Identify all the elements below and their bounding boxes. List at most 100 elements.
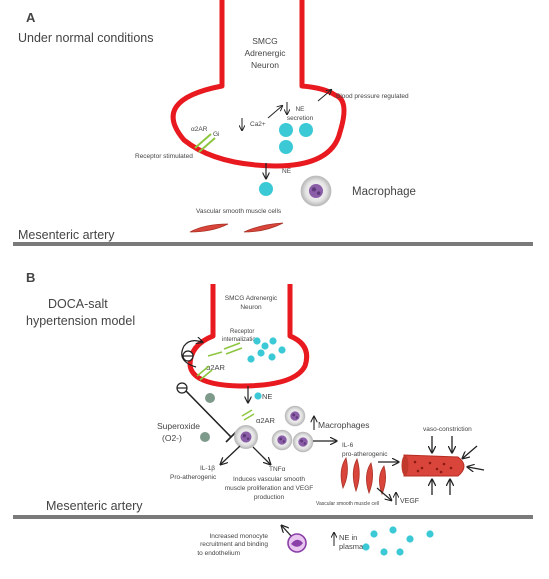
- ne-secretion-label-2: secretion: [287, 115, 314, 122]
- superoxide-dot: [205, 393, 215, 403]
- receptor-line-a-2: [198, 137, 216, 153]
- model-label-1: DOCA-salt: [48, 297, 108, 311]
- feedback-arc: [181, 341, 202, 368]
- gi-label: Gi: [213, 131, 220, 138]
- macrophage-cell-b: [271, 429, 293, 451]
- receptor-line-b: [196, 365, 210, 377]
- monocyte-label-2: recruitment and binding: [200, 541, 268, 548]
- ne-molecule-released: [254, 392, 262, 400]
- neuron-label-b-1: SMCG Adrenergic: [225, 295, 278, 302]
- ne-plasma-label-1: NE in: [339, 533, 357, 542]
- vsmc-label-a: Vascular smooth muscle cells: [196, 208, 282, 215]
- vessel: [401, 454, 465, 477]
- ne-molecule: [261, 342, 269, 350]
- a2ar-label-top: α2AR: [206, 363, 226, 372]
- ne-molecule: [257, 349, 265, 357]
- macrophage-cell-b: [292, 431, 314, 453]
- macrophage-cell-b: [284, 405, 306, 427]
- ne-molecule-plasma: [396, 548, 404, 556]
- inhibition-cap: [225, 431, 237, 443]
- ne-molecule-released: [259, 182, 273, 196]
- arrow-tnf: [252, 446, 270, 464]
- ne-label-b: NE: [262, 392, 272, 401]
- tnf-effect-2: muscle proliferation and VEGF: [225, 485, 314, 492]
- artery-line-a: [13, 242, 533, 246]
- ne-plasma-label-2: plasma: [339, 542, 364, 551]
- vasoconstriction-label: vaso-constriction: [423, 426, 472, 433]
- neuron-terminal-a: [170, 0, 347, 169]
- panel-a-condition: Under normal conditions: [18, 31, 154, 45]
- superoxide-inhibition-line: [185, 390, 232, 438]
- superoxide-label-1: Superoxide: [157, 421, 200, 431]
- internalized-receptor: [223, 342, 241, 350]
- vsmc-cell: [243, 222, 284, 233]
- ne-molecule-plasma: [406, 535, 414, 543]
- neuron-label-b-2: Neuron: [240, 304, 262, 311]
- monocyte-cell: [287, 533, 307, 553]
- bp-label: Blood pressure regulated: [336, 93, 409, 100]
- macrophages-label: Macrophages: [318, 420, 370, 430]
- receptor-line-a-1: [194, 133, 212, 149]
- il6-sublabel: pro-atherogenic: [342, 451, 388, 458]
- arrow-monocyte: [282, 526, 293, 538]
- model-label-2: hypertension model: [26, 314, 135, 328]
- a2ar-label-mid: α2AR: [256, 416, 276, 425]
- ne-molecule: [247, 355, 255, 363]
- ne-label-a: NE: [282, 168, 292, 175]
- macrophage-label-a: Macrophage: [352, 186, 416, 198]
- macrophage-cell-a: [300, 175, 332, 207]
- receptor-line-b-mid: [243, 413, 255, 421]
- ne-molecule: [269, 337, 277, 345]
- macrophage-cell-b: [233, 424, 259, 450]
- ne-molecule: [268, 353, 276, 361]
- ne-molecule-plasma: [380, 548, 388, 556]
- il6-label: IL-6: [342, 442, 354, 449]
- superoxide-label-2: (O2-): [162, 433, 182, 443]
- receptor-label-a: α2AR: [191, 126, 208, 133]
- neuron-label-a-1: SMCG: [252, 36, 278, 46]
- ne-molecule-plasma: [362, 543, 370, 551]
- tnf-effect-3: production: [254, 494, 285, 501]
- monocyte-label-3: to endothelium: [197, 550, 240, 557]
- ne-molecule: [279, 140, 293, 154]
- internalization-label-1: Receptor: [230, 329, 254, 335]
- vsmc-cell-b: [366, 462, 373, 495]
- panel-b-letter: B: [26, 270, 35, 285]
- neuron-label-a-3: Neuron: [251, 60, 279, 70]
- internalization-label-2: internalization: [222, 337, 259, 343]
- arrow-constrict: [468, 467, 485, 470]
- ne-secretion-label-1: NE: [295, 106, 305, 113]
- arrow-bp: [317, 90, 331, 102]
- receptor-line-b-mid: [241, 409, 253, 417]
- vsmc-cell: [189, 223, 229, 233]
- ne-molecule: [279, 123, 293, 137]
- ne-molecule: [278, 346, 286, 354]
- neuron-label-a-2: Adrenergic: [244, 48, 286, 58]
- panel-a-letter: A: [26, 10, 36, 25]
- monocyte-label-1: Increased monocyte: [209, 533, 268, 540]
- ne-molecule: [253, 337, 261, 345]
- artery-line-b: [13, 515, 533, 519]
- vsmc-cell-b: [352, 457, 360, 493]
- artery-label-a: Mesenteric artery: [18, 228, 115, 242]
- internalized-receptor: [225, 347, 243, 355]
- artery-label-b: Mesenteric artery: [46, 499, 143, 513]
- arrow-constrict: [463, 445, 478, 458]
- ca-label: Ca2+: [250, 121, 266, 128]
- receptor-line-b: [199, 369, 213, 381]
- vsmc-cell-b: [340, 457, 348, 490]
- ne-molecule-plasma: [370, 530, 378, 538]
- arrow-vegf: [376, 487, 391, 500]
- vsmc-cell-b: [379, 465, 386, 496]
- arrow-il1: [221, 445, 241, 464]
- tnf-label: TNFα: [269, 466, 286, 473]
- ne-molecule: [299, 123, 313, 137]
- ne-molecule-plasma: [389, 526, 397, 534]
- superoxide-dot: [200, 432, 210, 442]
- vsmc-label-b: Vascular smooth muscle cell: [316, 501, 379, 507]
- arrow-ca-ne: [267, 106, 282, 119]
- tnf-effect-1: Induces vascular smooth: [233, 476, 305, 483]
- ne-molecule-plasma: [426, 530, 434, 538]
- receptor-stimulated-label: Receptor stimulated: [135, 153, 193, 160]
